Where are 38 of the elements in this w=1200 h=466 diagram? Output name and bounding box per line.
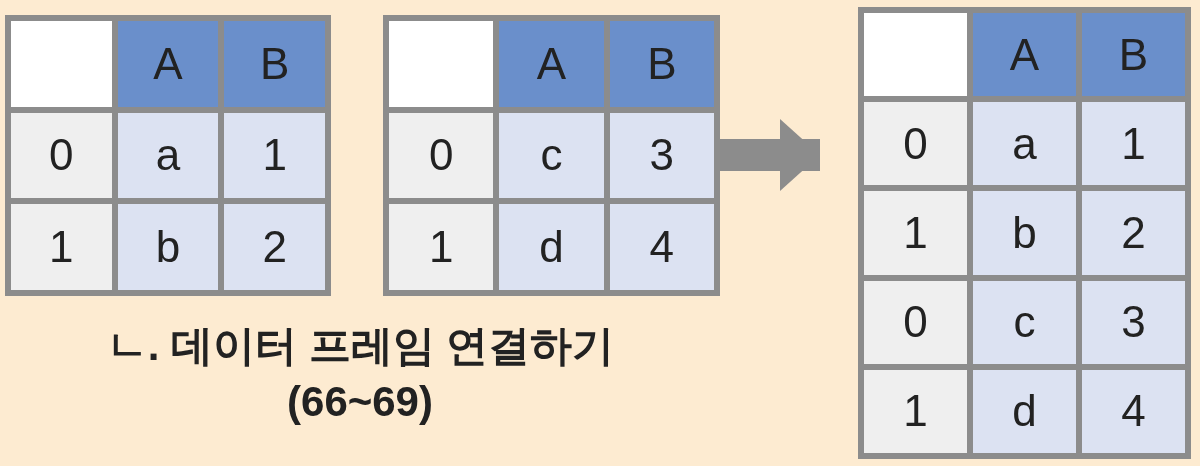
- value-cell: 4: [1082, 369, 1185, 453]
- value-cell: c: [973, 280, 1076, 364]
- index-cell: 0: [11, 112, 112, 199]
- header-cell: B: [224, 21, 325, 107]
- value-cell: c: [499, 112, 604, 199]
- empty-cell: [389, 21, 494, 107]
- data-table: [383, 15, 720, 296]
- value-cell: a: [973, 102, 1076, 186]
- index-cell: 1: [864, 191, 967, 275]
- value-cell: a: [117, 112, 219, 199]
- index-cell: 1: [864, 369, 967, 453]
- index-cell: 0: [864, 280, 967, 364]
- header-cell: A: [973, 13, 1076, 97]
- value-cell: 4: [609, 204, 714, 290]
- value-cell: 3: [1082, 280, 1185, 364]
- empty-cell: [11, 21, 112, 107]
- value-cell: d: [499, 204, 604, 290]
- header-cell: A: [117, 21, 219, 107]
- header-cell: B: [1082, 13, 1185, 97]
- header-cell: B: [609, 21, 714, 107]
- value-cell: 3: [609, 112, 714, 199]
- index-cell: 0: [864, 102, 967, 186]
- index-cell: 0: [389, 112, 494, 199]
- value-cell: 2: [224, 204, 325, 290]
- data-table: [858, 7, 1191, 459]
- block-arrow: [720, 119, 820, 191]
- data-table: [5, 15, 331, 296]
- value-cell: b: [973, 191, 1076, 275]
- value-cell: b: [117, 204, 219, 290]
- value-cell: d: [973, 369, 1076, 453]
- value-cell: 1: [1082, 102, 1185, 186]
- index-cell: 1: [389, 204, 494, 290]
- value-cell: 1: [224, 112, 325, 199]
- empty-cell: [864, 13, 967, 97]
- header-cell: A: [499, 21, 604, 107]
- caption: ㄴ. 데이터 프레임 연결하기 (66~69): [104, 321, 616, 427]
- value-cell: 2: [1082, 191, 1185, 275]
- index-cell: 1: [11, 204, 112, 290]
